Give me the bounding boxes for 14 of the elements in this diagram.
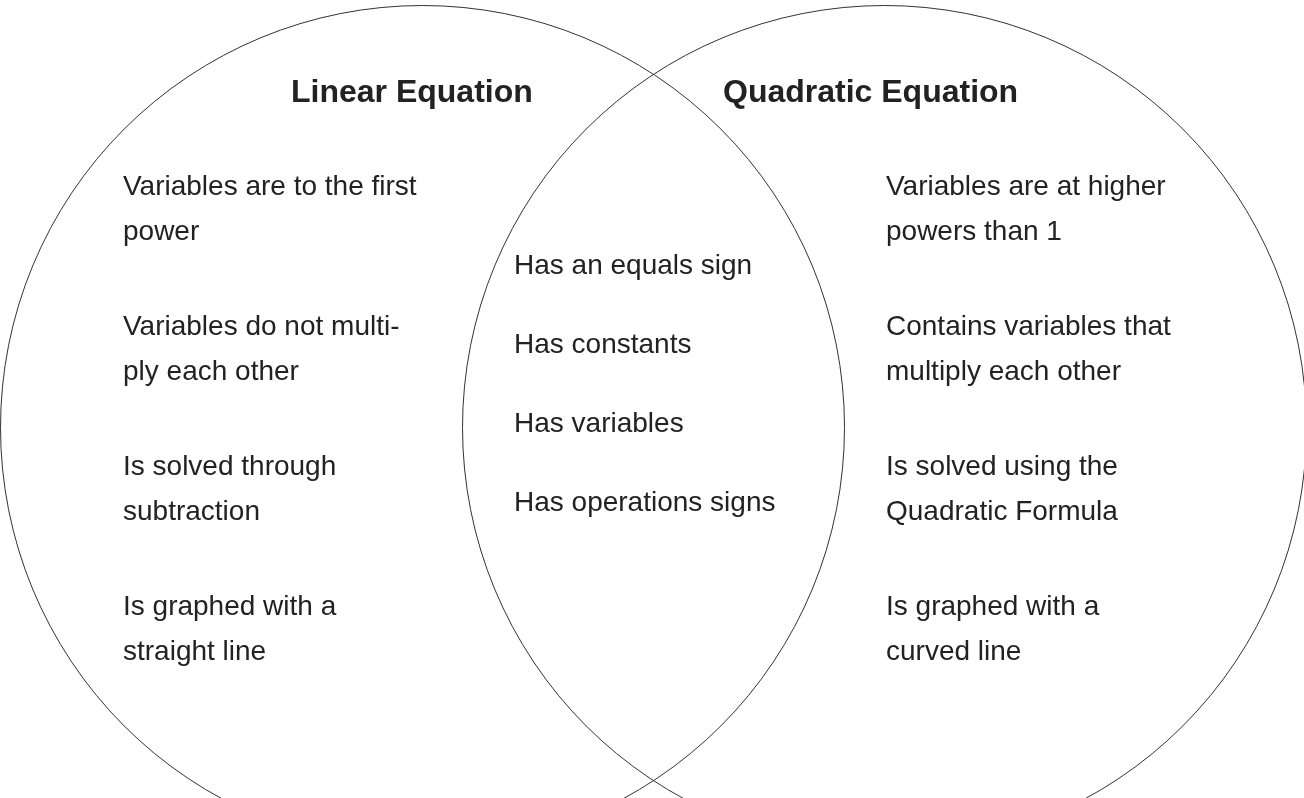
shared-trait-text: Has constants [514,327,692,361]
trait-text: Is graphed with a curved line [886,589,1101,668]
shared-trait-text: Has an equals sign [514,248,753,282]
shared-trait-text: Has operations signs [514,485,776,519]
trait-text: Is solved using the Quadratic Formula [886,449,1119,528]
circle-heading: Quadratic Equation [723,72,1019,111]
trait-text: Variables do not multi-ply each other [123,309,401,388]
trait-text: Variables are to the first power [123,169,418,248]
trait-text: Variables are at higher powers than 1 [886,169,1167,248]
shared-trait-text: Has variables [514,406,684,440]
trait-text: Is solved through subtraction [123,449,338,528]
trait-text: Contains variables that multiply each other [886,309,1172,388]
trait-text: Is graphed with a straight line [123,589,338,668]
circle-heading: Linear Equation [291,72,533,111]
